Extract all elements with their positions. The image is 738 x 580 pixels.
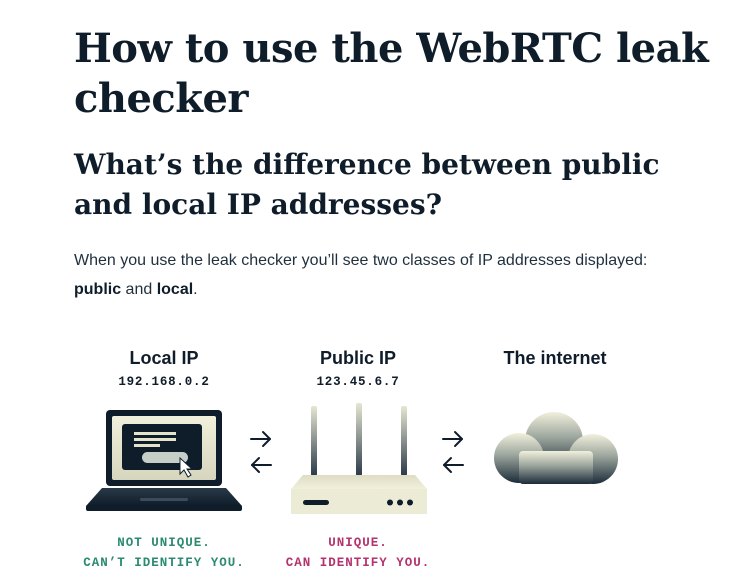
public-ip-address: 123.45.6.7 — [316, 375, 400, 389]
intro-paragraph: When you use the leak checker you’ll see… — [74, 246, 674, 304]
page-title: How to use the WebRTC leak checker — [74, 25, 709, 122]
local-verdict: NOT UNIQUE. CAN’T IDENTIFY YOU. — [44, 533, 284, 573]
local-ip-title: Local IP — [129, 348, 199, 368]
section-heading: What’s the difference between public and… — [74, 148, 660, 221]
router-icon — [291, 403, 427, 514]
intro-local-word: local — [156, 281, 194, 298]
public-verdict-line1: UNIQUE. — [328, 536, 388, 550]
local-verdict-line1: NOT UNIQUE. — [117, 536, 211, 550]
intro-public-word: public — [74, 281, 122, 298]
cloud-icon — [494, 412, 618, 484]
intro-end: . — [193, 281, 198, 298]
public-verdict-line2: CAN IDENTIFY YOU. — [285, 556, 431, 570]
public-ip-title: Public IP — [319, 348, 397, 368]
intro-and: and — [121, 281, 157, 298]
intro-text: When you use the leak checker you’ll see… — [74, 252, 648, 269]
bidirectional-arrows-icon-2 — [442, 431, 464, 473]
laptop-icon — [86, 410, 242, 511]
local-verdict-line2: CAN’T IDENTIFY YOU. — [83, 556, 245, 570]
public-verdict: UNIQUE. CAN IDENTIFY YOU. — [238, 533, 478, 573]
local-ip-address: 192.168.0.2 — [118, 375, 210, 389]
bidirectional-arrows-icon — [250, 431, 272, 473]
internet-title: The internet — [503, 348, 607, 368]
